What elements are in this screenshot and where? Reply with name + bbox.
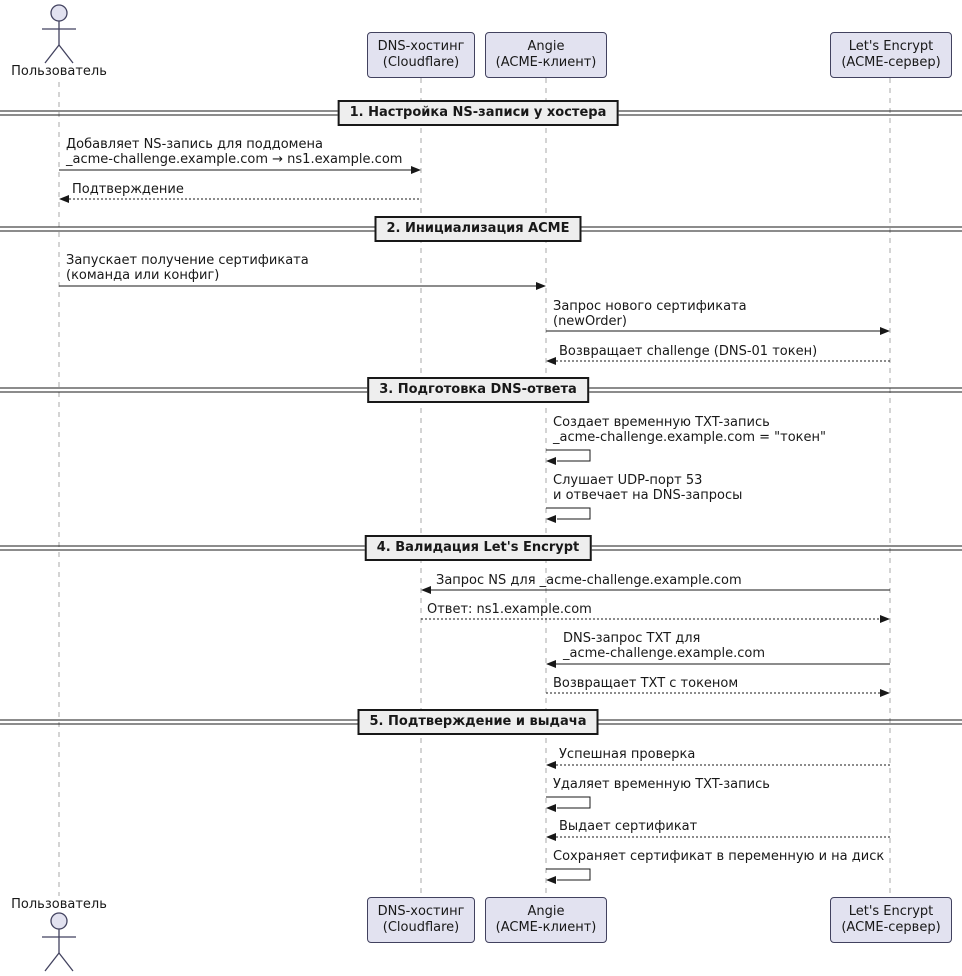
message-label-ns-query: Запрос NS для _acme-challenge.example.co…: [436, 573, 742, 588]
arrow-start-cert: [59, 282, 546, 290]
lifelines: [58, 78, 891, 897]
participant-subtitle: (Cloudflare): [382, 920, 460, 935]
arrow-return-challenge: [546, 357, 890, 365]
participant-name: DNS-хостинг: [377, 39, 465, 54]
actor-figure-bottom: [42, 912, 76, 972]
participant-name: DNS-хостинг: [377, 904, 465, 919]
message-label-return-challenge: Возвращает challenge (DNS-01 токен): [559, 344, 818, 359]
participant-subtitle: (ACME-сервер): [841, 920, 941, 935]
message-label-add-ns-record: Добавляет NS-запись для поддомена _acme-…: [66, 137, 403, 167]
participant-angie-bottom: Angie (ACME-клиент): [485, 897, 607, 943]
arrow-validation-ok: [546, 761, 890, 769]
message-label-ns-answer: Ответ: ns1.example.com: [427, 602, 592, 617]
participant-subtitle: (ACME-сервер): [841, 55, 941, 70]
self-arrow-create-txt: [546, 449, 591, 465]
participant-subtitle: (Cloudflare): [382, 55, 460, 70]
message-label-issue-cert: Выдает сертификат: [559, 819, 698, 834]
actor-label-top: Пользователь: [11, 64, 107, 79]
actor-figure-top: [42, 4, 76, 64]
actor-head: [50, 912, 68, 930]
divider-4-validation: 4. Валидация Let's Encrypt: [364, 535, 592, 561]
message-label-save-cert: Сохраняет сертификат в переменную и на д…: [553, 849, 885, 864]
actor-label-bottom: Пользователь: [11, 897, 107, 912]
participant-lets-encrypt-top: Let's Encrypt (ACME-сервер): [830, 32, 952, 78]
participant-subtitle: (ACME-клиент): [495, 920, 597, 935]
message-label-delete-txt: Удаляет временную TXT-запись: [553, 777, 770, 792]
self-arrow-delete-txt: [546, 796, 591, 812]
message-label-start-cert: Запускает получение сертификата (команда…: [66, 253, 309, 283]
actor-head: [50, 4, 68, 22]
participant-name: Let's Encrypt: [848, 904, 934, 919]
self-arrow-listen-udp: [546, 507, 591, 523]
self-arrow-save-cert: [546, 868, 591, 884]
participant-name: Let's Encrypt: [848, 39, 934, 54]
arrow-add-ns-record: [59, 166, 421, 174]
participant-name: Angie: [527, 39, 565, 54]
arrow-new-order: [546, 327, 890, 335]
arrow-confirmation: [59, 195, 421, 203]
participant-dns-hosting-top: DNS-хостинг (Cloudflare): [367, 32, 475, 78]
participant-subtitle: (ACME-клиент): [495, 55, 597, 70]
arrow-txt-answer: [546, 689, 890, 697]
divider-2-acme-init: 2. Инициализация ACME: [374, 216, 582, 242]
participant-angie-top: Angie (ACME-клиент): [485, 32, 607, 78]
arrow-issue-cert: [546, 833, 890, 841]
participant-dns-hosting-bottom: DNS-хостинг (Cloudflare): [367, 897, 475, 943]
message-arrows: [59, 166, 890, 884]
participant-name: Angie: [527, 904, 565, 919]
arrow-txt-query: [546, 660, 890, 668]
arrow-ns-answer: [421, 615, 890, 623]
divider-1-ns-setup: 1. Настройка NS-записи у хостера: [337, 100, 619, 126]
divider-5-issue: 5. Подтверждение и выдача: [357, 709, 599, 735]
message-label-listen-udp: Слушает UDP-порт 53 и отвечает на DNS-за…: [553, 473, 743, 503]
message-label-txt-answer: Возвращает TXT с токеном: [553, 676, 739, 691]
arrow-ns-query: [421, 586, 890, 594]
message-label-validation-ok: Успешная проверка: [559, 747, 696, 762]
message-label-create-txt: Создает временную TXT-запись _acme-chall…: [553, 415, 827, 445]
divider-3-dns-prepare: 3. Подготовка DNS-ответа: [367, 377, 589, 403]
participant-lets-encrypt-bottom: Let's Encrypt (ACME-сервер): [830, 897, 952, 943]
message-label-new-order: Запрос нового сертификата (newOrder): [553, 299, 747, 329]
message-label-txt-query: DNS-запрос TXT для _acme-challenge.examp…: [563, 631, 766, 661]
message-label-confirmation: Подтверждение: [72, 182, 184, 197]
